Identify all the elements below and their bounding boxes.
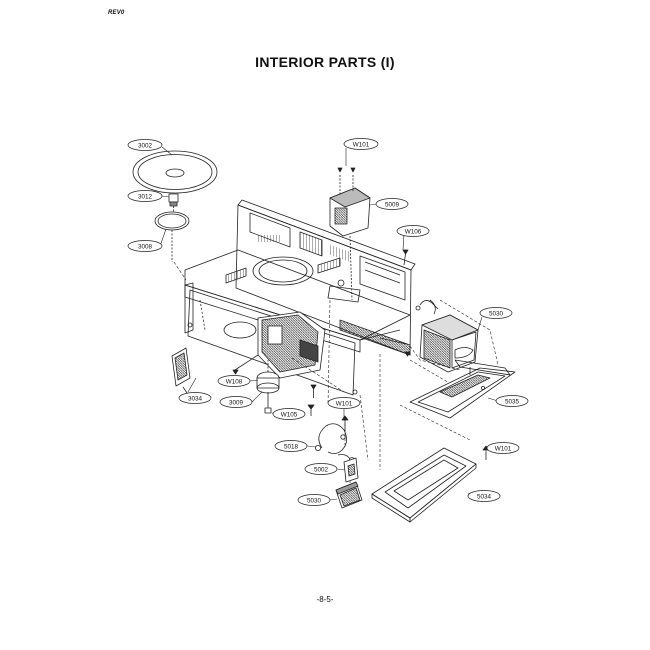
callout-5002[interactable]: 5002 <box>304 463 338 475</box>
corner-revision-tag: REV0 <box>108 10 125 16</box>
assembly-guide-lines <box>173 261 499 490</box>
screws <box>232 249 411 416</box>
callout-w105[interactable]: W105 <box>272 408 306 420</box>
callout-w101-top[interactable]: W101 <box>343 138 379 150</box>
bottom-plate <box>371 445 490 523</box>
callout-5018[interactable]: 5018 <box>274 440 308 452</box>
callout-3034[interactable]: 3034 <box>178 392 212 404</box>
roller-ring <box>154 211 190 262</box>
callout-w106[interactable]: W106 <box>396 225 430 237</box>
callout-5030[interactable]: 5030 <box>479 307 513 319</box>
callout-label: 5018 <box>284 443 299 450</box>
label-leader-lines <box>159 146 499 501</box>
door-microswitch <box>335 481 363 509</box>
high-voltage-transformer <box>415 299 479 373</box>
callout-label: W101 <box>353 141 370 148</box>
callout-label: 5002 <box>314 466 329 473</box>
part-callouts: 3002 3012 3008 W101 5009 W106 5030 5035 <box>127 138 529 506</box>
callout-label: 3034 <box>188 395 203 402</box>
control-board-assembly <box>234 311 326 379</box>
callout-label: W101 <box>495 445 512 452</box>
callout-label: 3012 <box>138 193 153 200</box>
callout-w108[interactable]: W108 <box>217 375 251 387</box>
callout-label: W106 <box>405 228 422 235</box>
callout-label: W101 <box>336 400 353 407</box>
callout-3002[interactable]: 3002 <box>127 139 163 151</box>
magnetron <box>329 167 371 301</box>
callout-label: 5030 <box>489 310 504 317</box>
callout-3009[interactable]: 3009 <box>219 396 253 408</box>
thermal-cutout-harness <box>314 415 355 463</box>
callout-label: 5035 <box>505 398 520 405</box>
cavity-back-wall <box>235 199 416 356</box>
callout-label: 5034 <box>477 493 492 500</box>
callout-5009[interactable]: 5009 <box>375 198 409 210</box>
turntable-coupler <box>168 193 179 213</box>
callout-5034[interactable]: 5034 <box>467 490 501 502</box>
callout-w101-mid[interactable]: W101 <box>327 397 361 409</box>
callout-label: 3002 <box>138 142 153 149</box>
page-title: INTERIOR PARTS (I) <box>255 54 395 70</box>
turntable-glass-tray <box>132 150 218 194</box>
callout-label: W105 <box>281 411 298 418</box>
callout-label: 5009 <box>385 201 400 208</box>
callout-5030-bottom[interactable]: 5030 <box>297 494 331 506</box>
callout-w101-right[interactable]: W101 <box>486 442 520 454</box>
waveguide-bracket <box>409 359 516 419</box>
page-number: -8-5- <box>316 595 334 604</box>
callout-3008[interactable]: 3008 <box>127 240 163 252</box>
cavity-base-plate <box>184 249 411 341</box>
side-bracket <box>171 347 191 394</box>
callout-3012[interactable]: 3012 <box>127 190 163 202</box>
callout-label: 3008 <box>138 243 153 250</box>
switch-holder <box>343 457 359 483</box>
callout-label: 5030 <box>307 497 322 504</box>
callout-label: W108 <box>226 378 243 385</box>
callout-label: 3009 <box>229 399 244 406</box>
callout-5035[interactable]: 5035 <box>495 395 529 407</box>
turntable-motor <box>256 360 280 414</box>
